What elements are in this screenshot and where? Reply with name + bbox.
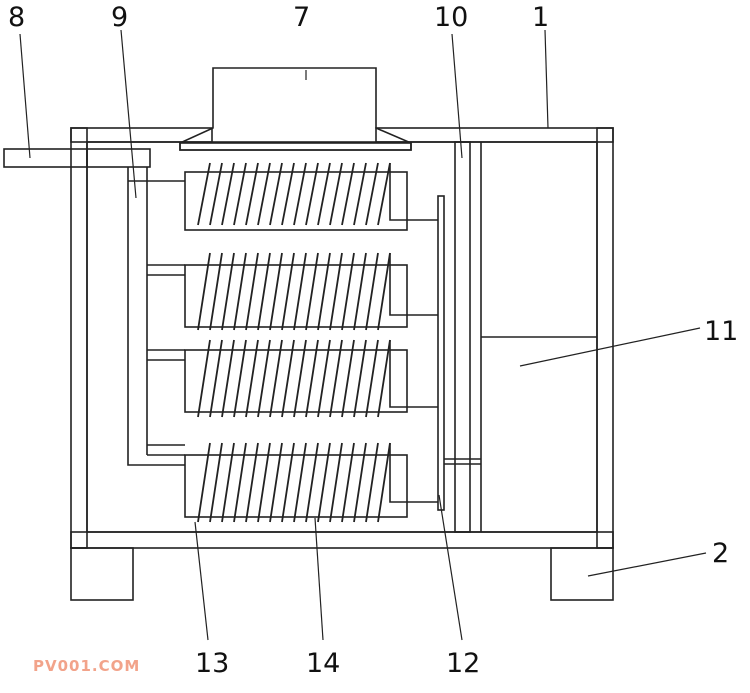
outlet-flange bbox=[179, 142, 412, 151]
label-7: 7 bbox=[293, 2, 310, 33]
housing-right-wall bbox=[596, 127, 614, 549]
label-12: 12 bbox=[446, 648, 480, 679]
label-2: 2 bbox=[712, 538, 729, 569]
inlet-pipe bbox=[3, 148, 151, 168]
watermark: PV001.COM bbox=[33, 657, 140, 675]
label-13: 13 bbox=[195, 648, 229, 679]
foot-right bbox=[550, 547, 614, 601]
partition-plate bbox=[454, 141, 471, 533]
coil-box-3 bbox=[184, 339, 438, 418]
coil-box-1 bbox=[184, 162, 438, 231]
housing-top-wall-right bbox=[375, 127, 614, 143]
label-10: 10 bbox=[434, 2, 468, 33]
manifold bbox=[127, 167, 185, 466]
housing-left-wall bbox=[70, 127, 88, 549]
foot-left bbox=[70, 547, 134, 601]
coil-box-2 bbox=[184, 252, 438, 331]
label-11: 11 bbox=[704, 316, 738, 347]
label-14: 14 bbox=[306, 648, 340, 679]
housing bbox=[70, 127, 614, 549]
label-1: 1 bbox=[532, 2, 549, 33]
coil-box-4 bbox=[184, 442, 438, 523]
electrode-bar bbox=[437, 195, 445, 511]
label-9: 9 bbox=[111, 2, 128, 33]
leader-lines bbox=[19, 29, 707, 641]
housing-bottom-wall bbox=[70, 531, 614, 549]
label-8: 8 bbox=[8, 2, 25, 33]
housing-top-wall-left bbox=[70, 127, 213, 143]
top-outlet bbox=[179, 67, 412, 151]
